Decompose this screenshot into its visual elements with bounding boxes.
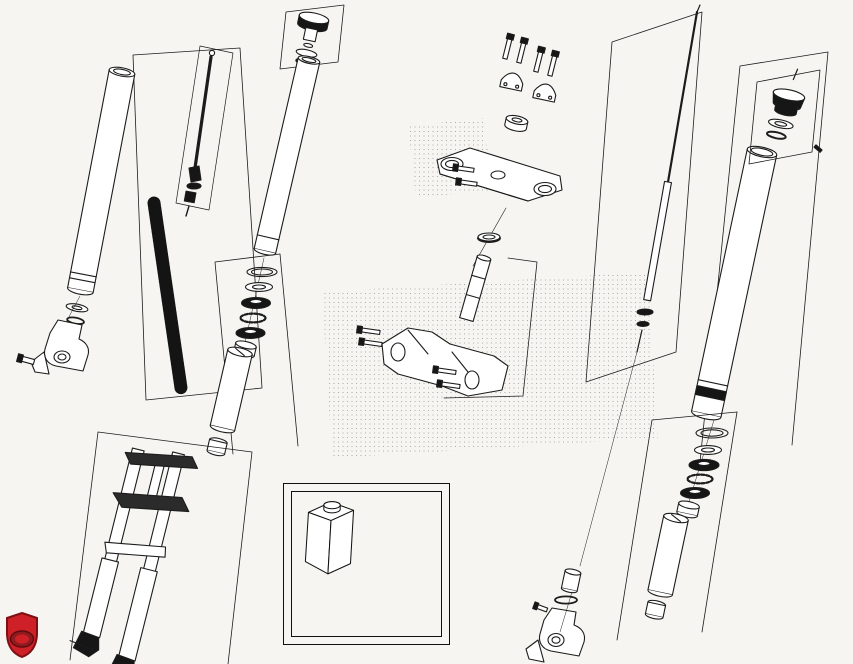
part-damper-rod-right	[636, 4, 701, 353]
azmotors-logo	[3, 611, 41, 663]
group-box-cartridge-right	[701, 411, 738, 633]
part-bar-clamps	[499, 72, 557, 103]
group-box-fork-cap-right	[748, 69, 821, 165]
part-axle-lug-left	[30, 319, 90, 375]
part-clamp-bolts-upper	[452, 163, 478, 187]
group-box-lower-clamp	[443, 257, 538, 399]
part-bleed-screw	[813, 144, 823, 153]
part-cartridge-right	[644, 512, 689, 620]
part-damper-rod-left	[183, 49, 216, 217]
group-box-left-damper	[132, 47, 263, 401]
group-box-fork-assembly	[69, 431, 253, 664]
part-top-clamp	[436, 147, 563, 202]
part-seal-stack-right	[676, 427, 729, 519]
part-axle-lug-right	[525, 568, 586, 663]
part-bar-mount-bolts	[502, 32, 560, 77]
part-fork-cap-right	[766, 68, 806, 140]
part-cartridge-left	[206, 346, 253, 457]
part-outer-tube-right	[691, 145, 778, 421]
group-box-right-damper	[585, 11, 703, 383]
group-box-fork-cap-left	[279, 4, 345, 70]
fork-oil-can	[300, 498, 362, 585]
oil-info-box-inner	[291, 491, 442, 637]
part-steering-nut	[504, 114, 529, 132]
group-box-cartridge-left	[279, 253, 299, 447]
part-bottom-clamp	[381, 327, 509, 397]
group-box-damper-rod	[175, 45, 234, 211]
part-steering-washer	[477, 232, 501, 243]
part-pinch-bolt-left	[15, 353, 36, 365]
group-box-outer-tube-right	[699, 51, 829, 463]
part-fork-assembly	[69, 447, 199, 664]
part-inner-tube-left	[253, 55, 321, 256]
part-clamp-bolts-lower	[356, 325, 461, 390]
part-outer-tube-left	[65, 66, 136, 325]
group-box-cartridge-right	[616, 411, 738, 641]
part-spring-left	[147, 196, 188, 395]
part-steering-stem	[459, 254, 492, 323]
part-seal-stack-left	[233, 266, 278, 359]
oil-info-box	[283, 483, 450, 645]
